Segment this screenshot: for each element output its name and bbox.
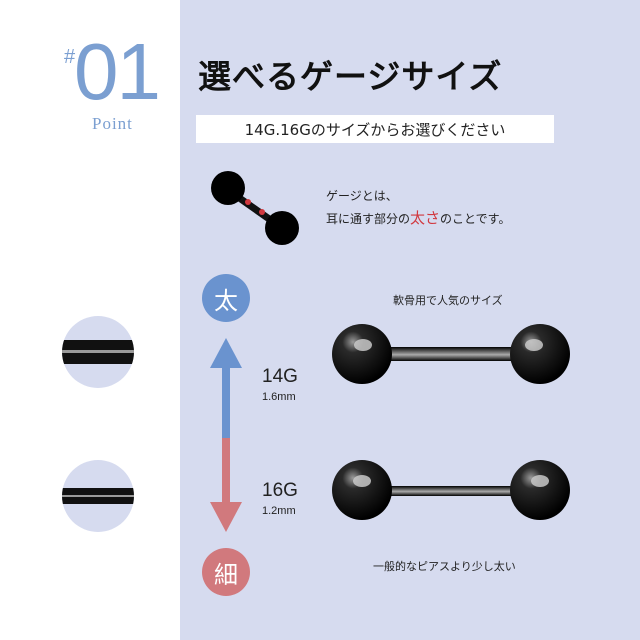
point-number: 01 [74, 27, 161, 116]
size-14g-mm: 1.6mm [262, 391, 296, 403]
lens-16g [62, 460, 134, 532]
size-16g-caption: 一般的なピアスより少し太い [373, 560, 516, 573]
thin-badge: 細 [202, 548, 250, 596]
point-label: Point [92, 114, 133, 133]
lens-14g [62, 316, 134, 388]
gauge-description: ゲージとは、 耳に通す部分の太さのことです。 [326, 186, 510, 232]
size-14g-caption: 軟骨用で人気のサイズ [393, 294, 503, 307]
size-14g-label: 14G [262, 366, 298, 387]
subtitle-box: 14G.16Gのサイズからお選びください [196, 115, 554, 143]
thick-badge: 太 [202, 274, 250, 322]
highlight-text: 太さ [410, 209, 441, 228]
content-panel [180, 0, 640, 640]
size-16g-mm: 1.2mm [262, 505, 296, 517]
subtitle-text: 14G.16Gのサイズからお選びください [244, 120, 506, 139]
page-title: 選べるゲージサイズ [198, 57, 503, 96]
gauge-desc-line2: 耳に通す部分の太さのことです。 [326, 209, 511, 228]
size-16g-label: 16G [262, 480, 298, 501]
gauge-desc-line1: ゲージとは、 [326, 189, 398, 203]
hash-mark: # [64, 46, 76, 68]
